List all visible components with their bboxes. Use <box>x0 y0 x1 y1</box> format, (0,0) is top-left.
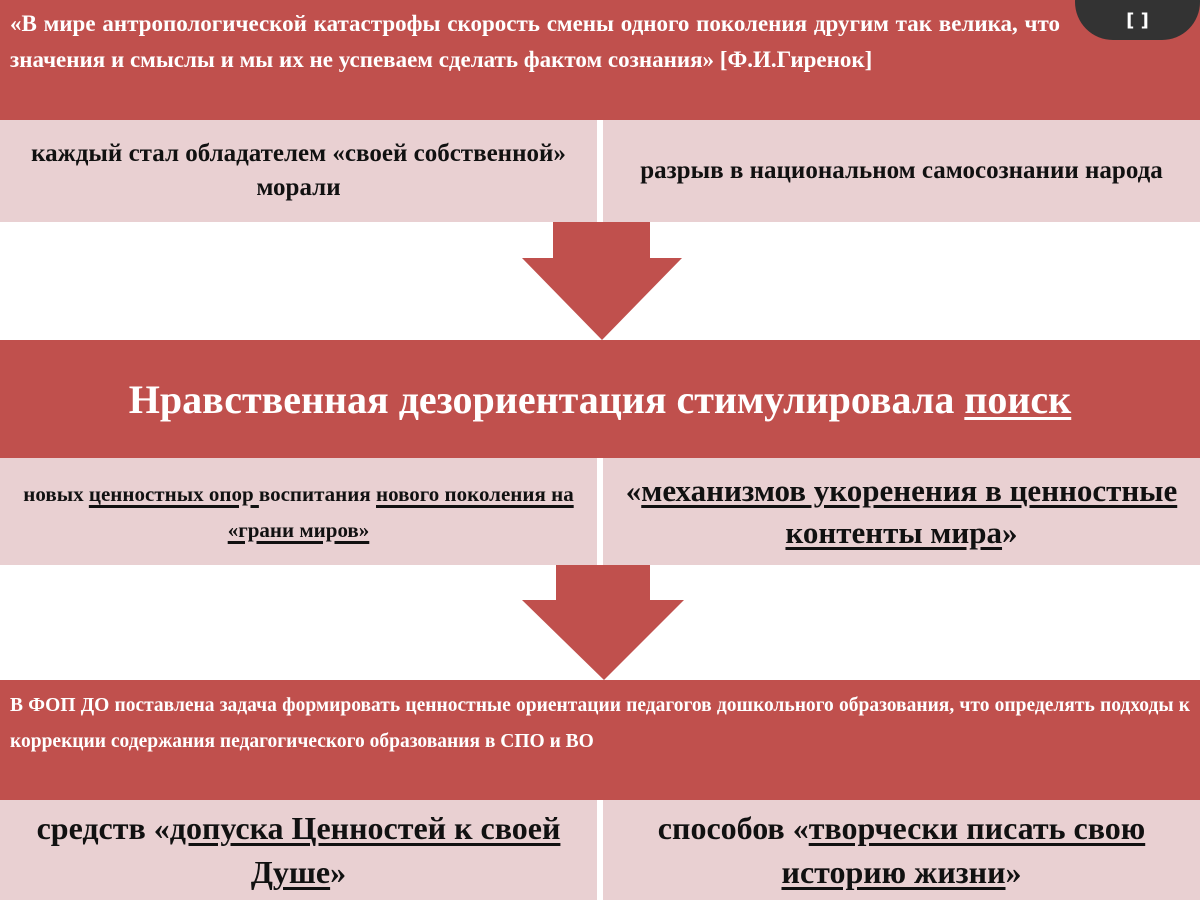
headline-main: Нравственная дезориентация стимулировала <box>128 376 965 422</box>
t: » <box>330 854 347 890</box>
task-text: В ФОП ДО поставлена задача формировать ц… <box>10 695 1190 752</box>
fullscreen-icon: [ ] <box>1126 10 1149 31</box>
consequence-morality-text: каждый стал обладателем «своей собственн… <box>31 140 566 201</box>
means-row: средств «допуска Ценностей к своей Душе»… <box>0 800 1200 900</box>
t: средств « <box>36 810 170 846</box>
search-targets-row: новых ценностных опор воспитания нового … <box>0 458 1200 565</box>
consequence-identity-text: разрыв в национальном самосознании народ… <box>640 157 1163 184</box>
t-u: творчески писать свою историю жизни <box>781 810 1146 890</box>
t: « <box>625 472 642 508</box>
t: воспитания <box>258 481 376 506</box>
means-values: средств «допуска Ценностей к своей Душе» <box>0 800 597 900</box>
means-values-text: средств «допуска Ценностей к своей Душе» <box>20 806 577 894</box>
t: способов « <box>657 810 809 846</box>
t-u: механизмов укоренения в ценностные конте… <box>641 472 1178 550</box>
target-value-supports-text: новых ценностных опор воспитания нового … <box>20 476 577 548</box>
task-banner: В ФОП ДО поставлена задача формировать ц… <box>0 680 1200 800</box>
consequences-row: каждый стал обладателем «своей собственн… <box>0 120 1200 222</box>
target-mechanisms-text: «механизмов укоренения в ценностные конт… <box>623 470 1180 554</box>
fullscreen-button[interactable]: [ ] <box>1075 0 1200 40</box>
t-u: допуска Ценностей к своей Душе <box>169 810 561 890</box>
down-arrow-icon <box>522 222 682 340</box>
consequence-identity: разрыв в национальном самосознании народ… <box>603 120 1200 222</box>
t: новых <box>23 481 89 506</box>
quote-text: «В мире антропологической катастрофы ско… <box>10 11 1060 72</box>
consequence-morality: каждый стал обладателем «своей собственн… <box>0 120 597 222</box>
target-mechanisms: «механизмов укоренения в ценностные конт… <box>603 458 1200 565</box>
means-life-story-text: способов «творчески писать свою историю … <box>623 806 1180 894</box>
t-u: нового поколения на «грани миров» <box>227 481 574 542</box>
down-arrow-icon <box>522 565 684 680</box>
t: » <box>1002 514 1018 550</box>
t-u: ценностных опор <box>88 481 259 506</box>
t: » <box>1005 854 1022 890</box>
headline-banner: Нравственная дезориентация стимулировала… <box>0 340 1200 458</box>
quote-banner: «В мире антропологической катастрофы ско… <box>0 0 1200 120</box>
headline-underlined: поиск <box>964 376 1072 422</box>
means-life-story: способов «творчески писать свою историю … <box>603 800 1200 900</box>
headline-text: Нравственная дезориентация стимулировала… <box>129 376 1071 423</box>
target-value-supports: новых ценностных опор воспитания нового … <box>0 458 597 565</box>
